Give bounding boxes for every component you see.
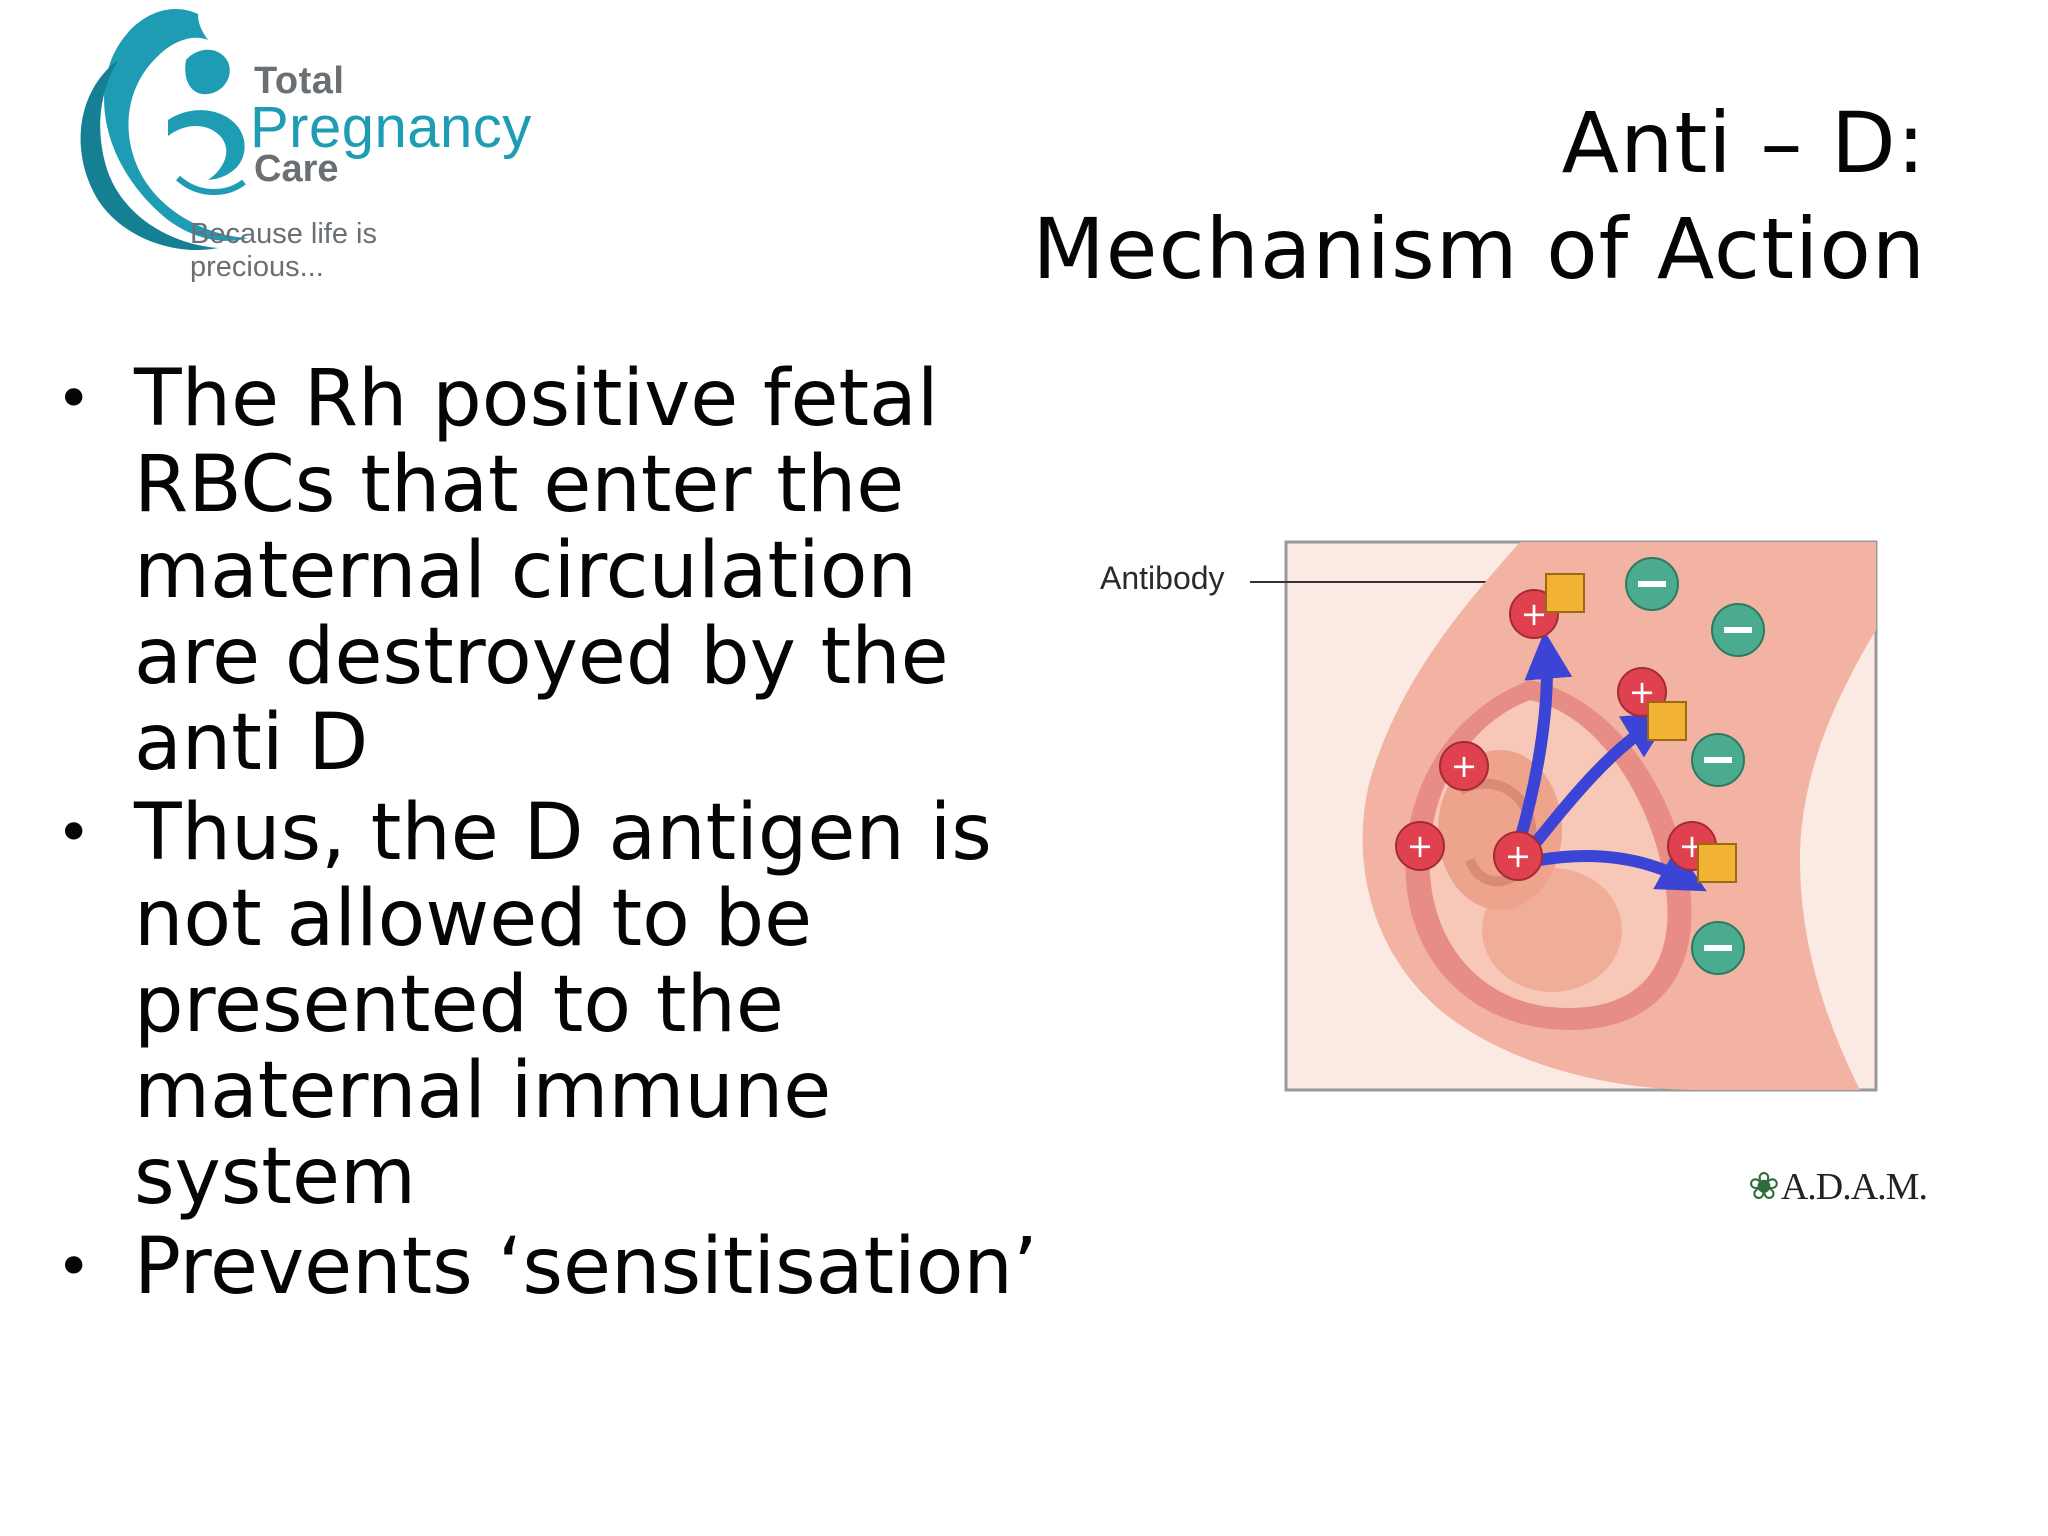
bullet-dot: • — [56, 1232, 92, 1302]
rbc-negative — [1711, 603, 1765, 657]
bullet-text: Thus, the D antigen is not allowed to be… — [134, 788, 992, 1222]
slide-title-line-2: Mechanism of Action — [1032, 200, 1926, 298]
logo-tagline: Because life is precious... — [190, 218, 377, 283]
rbc-negative — [1691, 733, 1745, 787]
logo-text-care: Care — [254, 148, 339, 190]
bullet-dot: • — [56, 364, 92, 434]
antibody-label: Antibody — [1100, 560, 1225, 596]
rbc-positive: + — [1493, 831, 1543, 881]
svg-text:+: + — [1505, 837, 1532, 875]
logo-mother-child-icon — [80, 9, 248, 250]
transfer-arrow — [1539, 847, 1707, 892]
bullet-item: • Prevents ‘sensitisation’ — [56, 1224, 1056, 1310]
rbc-positive: + — [1439, 741, 1489, 791]
rbc-positive: + — [1395, 821, 1445, 871]
svg-text:+: + — [1407, 827, 1434, 865]
rbc-negative — [1625, 557, 1679, 611]
logo: Total Pregnancy Care Because life is pre… — [48, 0, 531, 283]
logo-text-total: Total — [254, 60, 345, 102]
bullet-dot: • — [56, 798, 92, 868]
adam-credit-text: A.D.A.M. — [1780, 1166, 1928, 1208]
bullet-item: • Thus, the D antigen is not allowed to … — [56, 790, 1056, 1220]
slide-title: Anti – D: Mechanism of Action — [1032, 90, 1926, 302]
bullet-text: The Rh positive fetal RBCs that enter th… — [134, 354, 949, 788]
logo-text-pregnancy: Pregnancy — [250, 95, 532, 160]
antibody-square — [1647, 701, 1687, 741]
bullet-item: • The Rh positive fetal RBCs that enter … — [56, 356, 1056, 786]
transfer-arrow — [1514, 630, 1573, 842]
adam-credit: ❀A.D.A.M. — [1748, 1164, 1928, 1209]
svg-text:+: + — [1521, 595, 1548, 633]
svg-text:+: + — [1451, 747, 1478, 785]
bullet-list: • The Rh positive fetal RBCs that enter … — [56, 356, 1056, 1310]
rbc-negative — [1691, 921, 1745, 975]
pregnancy-illustration: + + + + + + — [1250, 540, 1878, 1092]
antibody-square — [1697, 843, 1737, 883]
transfer-arrow — [1525, 712, 1673, 854]
slide-title-line-1: Anti – D: — [1561, 94, 1926, 192]
bullet-text: Prevents ‘sensitisation’ — [134, 1222, 1038, 1312]
leaf-icon: ❀ — [1748, 1166, 1780, 1208]
antibody-square — [1545, 573, 1585, 613]
